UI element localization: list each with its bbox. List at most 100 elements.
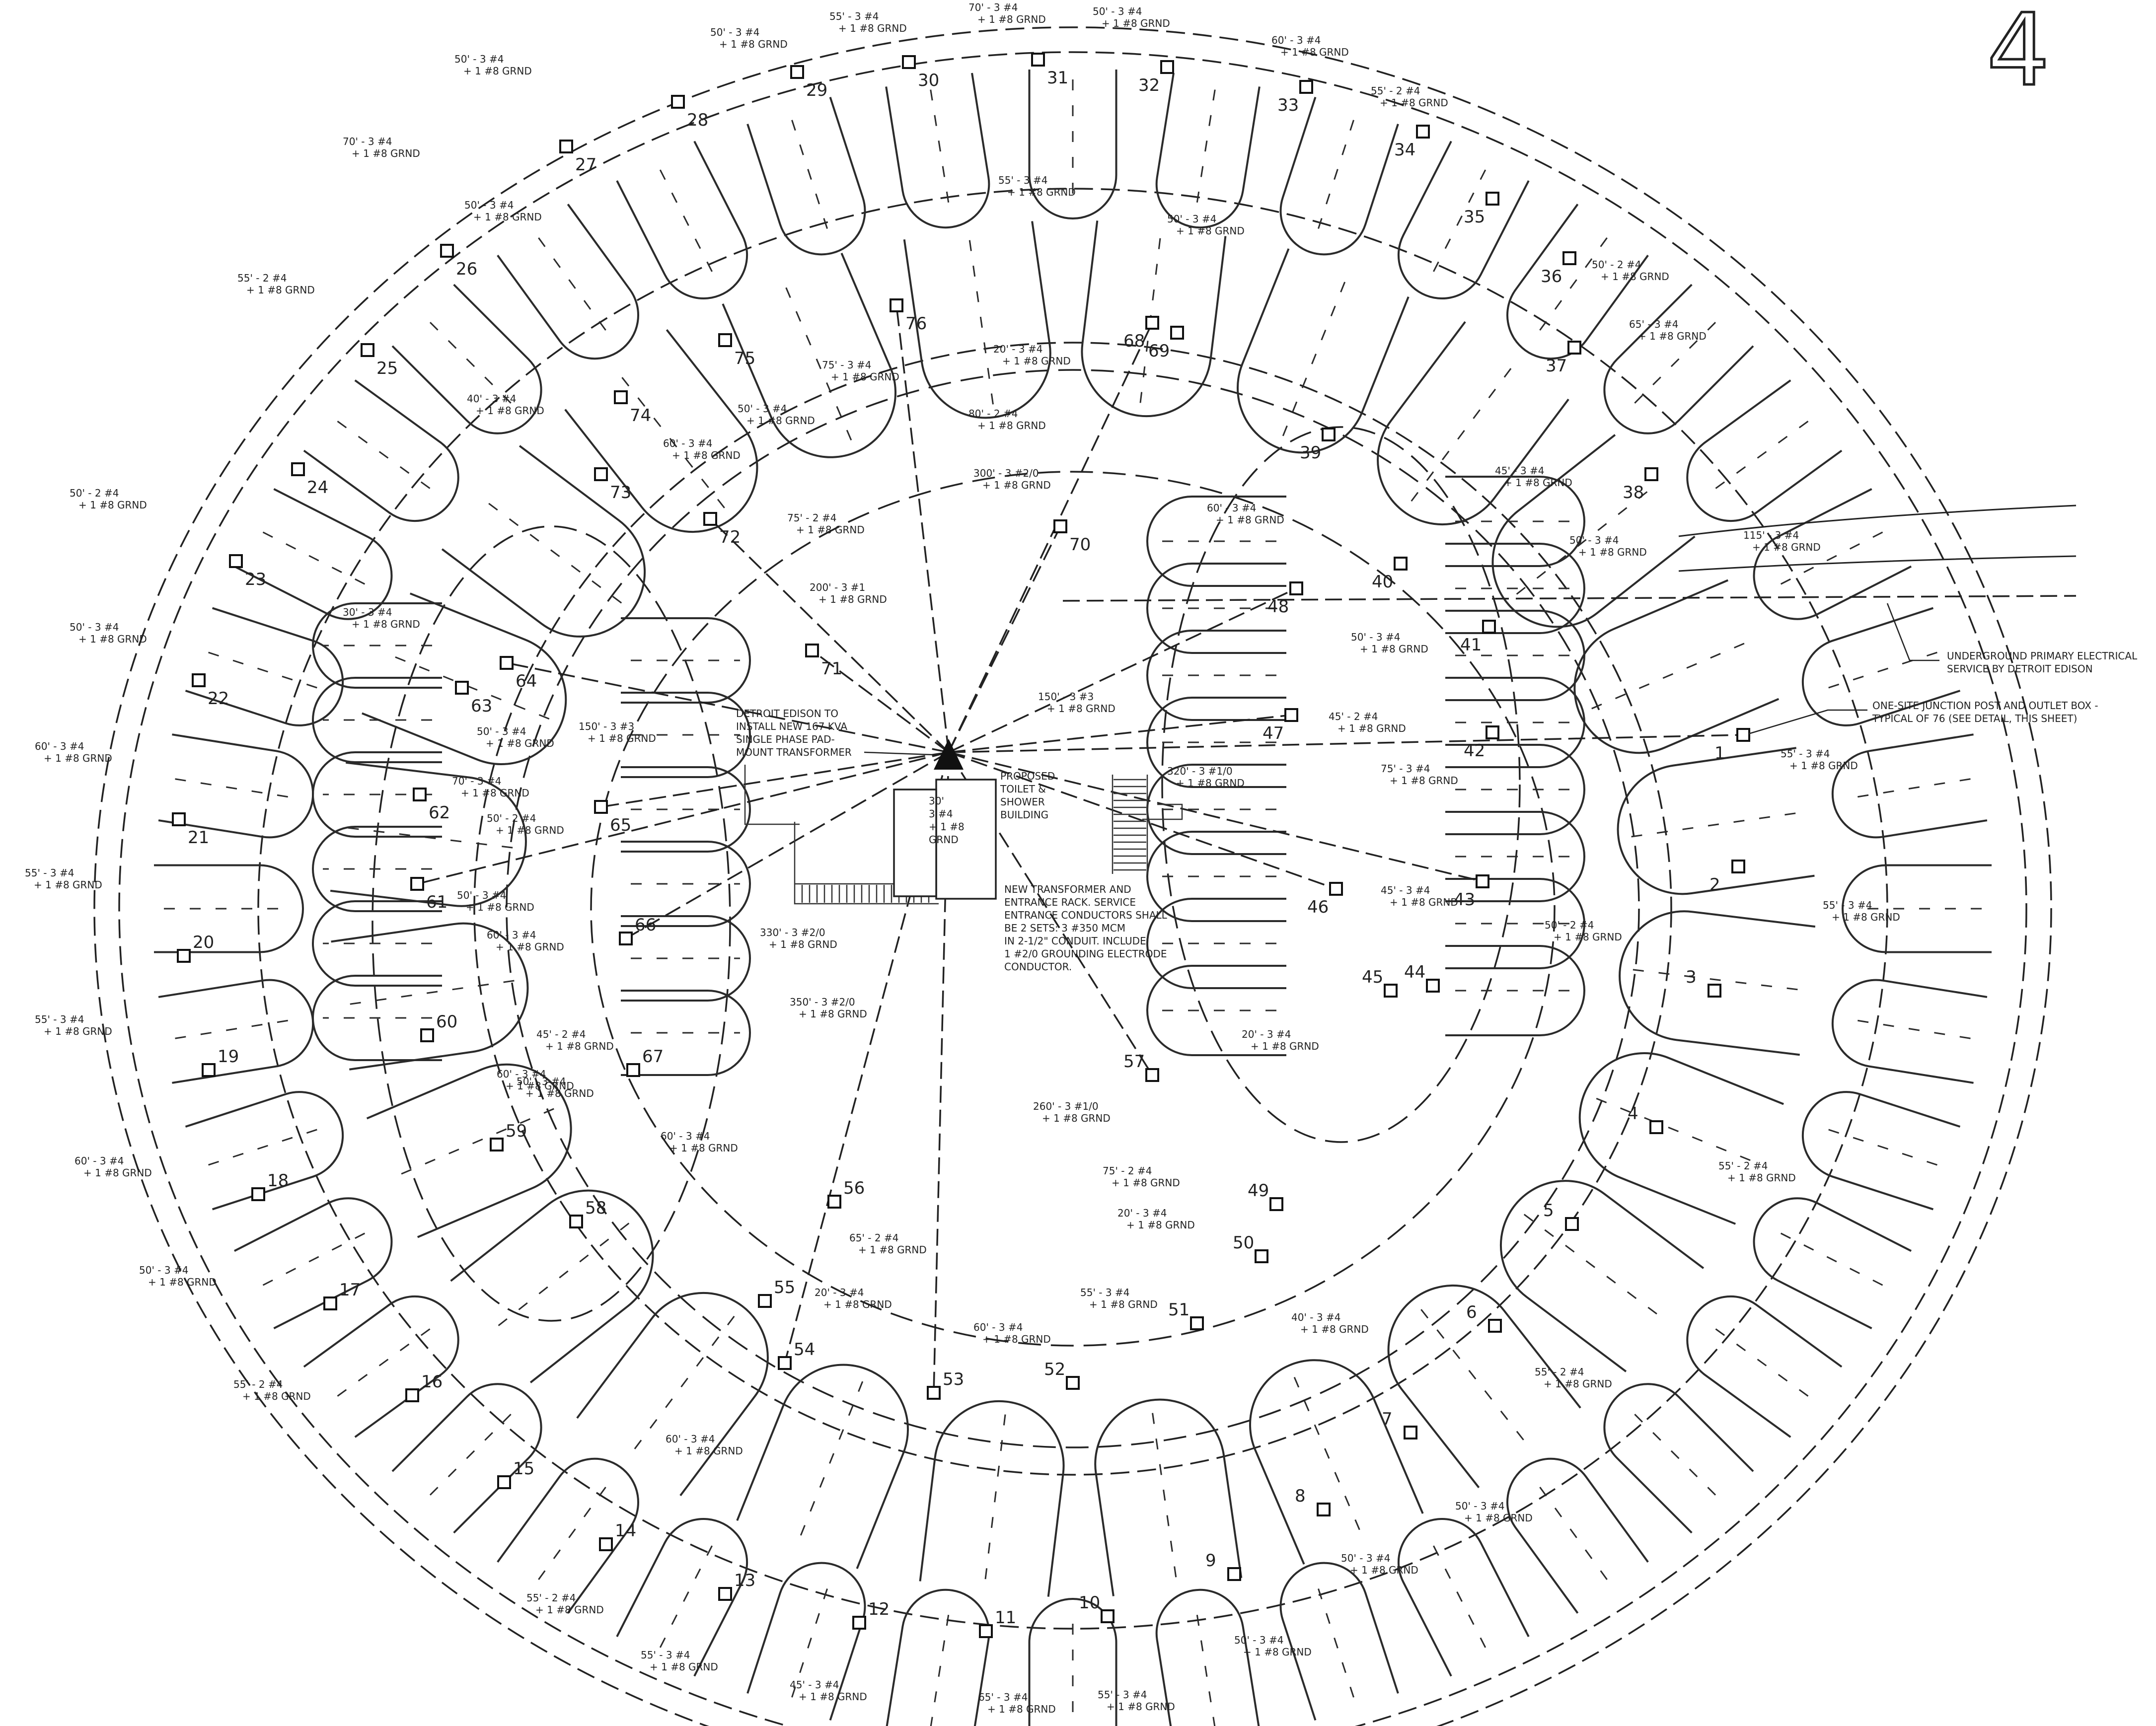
middle-pad-1 (1619, 910, 1816, 1056)
junction-post-1 (1736, 728, 1750, 742)
junction-post-31 (1031, 53, 1045, 67)
junction-post-43 (1476, 874, 1489, 888)
east-inner-pad-2 (1445, 543, 1585, 634)
middle-pad-10 (450, 1189, 654, 1383)
cable-callout-15: 50' - 3 #4+ 1 #8 GRND (464, 199, 542, 223)
outer-pad-37-outline (1686, 379, 1843, 522)
east-core-pad-7 (1146, 898, 1286, 989)
cable-callout-24: 60' - 3 #4+ 1 #8 GRND (1207, 502, 1284, 526)
cable-callout-62: 65' - 2 #4+ 1 #8 GRND (849, 1232, 927, 1256)
cable-ground: + 1 #8 GRND (1089, 1298, 1158, 1310)
middle-pad-2-outline (1578, 1052, 1784, 1225)
site-number-52: 52 (1044, 1360, 1065, 1379)
cable-size: 55' - 3 #4 (1823, 899, 1872, 911)
cable-callout-13: 65' - 3 #4+ 1 #8 GRND (1629, 318, 1707, 342)
site-number-43: 43 (1454, 890, 1475, 910)
junction-post-7 (1404, 1426, 1417, 1439)
west-core-pad-6 (621, 990, 751, 1076)
cable-size: 70' - 3 #4 (968, 1, 1018, 13)
feeder-line-16 (948, 734, 1744, 753)
feeder-line-3 (948, 751, 1337, 890)
cable-ground: + 1 #8 GRND (44, 752, 112, 764)
note-short-feed-line-4: GRND (929, 834, 959, 846)
outer-pad-16-outline (391, 1383, 542, 1534)
cable-size: 150' - 3 #3 (1038, 691, 1094, 703)
outer-pad-11-outline (1028, 1598, 1117, 1726)
cable-ground: + 1 #8 GRND (535, 1604, 604, 1616)
cable-ground: + 1 #8 GRND (1504, 477, 1572, 489)
site-numbers: 1234567891011121314151617181920212223242… (188, 68, 1725, 1628)
cable-callout-63: 20' - 3 #4+ 1 #8 GRND (815, 1287, 892, 1310)
site-number-25: 25 (376, 359, 398, 378)
outer-pad-33 (1279, 97, 1399, 256)
cable-size: 50' - 3 #4 (1167, 213, 1216, 225)
cable-callout-25: 45' - 3 #4+ 1 #8 GRND (1495, 465, 1572, 489)
outer-pad-11 (1028, 1598, 1117, 1726)
cable-size: 55' - 2 #4 (233, 1378, 283, 1390)
cable-ground: + 1 #8 GRND (1112, 1177, 1180, 1189)
cable-size: 20' - 3 #4 (1117, 1207, 1167, 1219)
cable-ground: + 1 #8 GRND (1300, 1323, 1369, 1335)
east-inner-pad-6-outline (1445, 811, 1585, 902)
east-core-pad-4 (1146, 697, 1286, 788)
middle-pad-1-centerline (1630, 968, 1798, 991)
cable-callout-40: 75' - 3 #4+ 1 #8 GRND (1381, 763, 1458, 787)
outer-pad-35-centerline (1530, 237, 1608, 343)
site-number-23: 23 (245, 570, 266, 589)
outer-pad-16 (391, 1383, 542, 1534)
outer-pad-40-centerline (1843, 778, 1971, 800)
outer-pad-31 (1028, 70, 1117, 219)
site-number-56: 56 (843, 1178, 865, 1198)
cable-size: 55' - 3 #4 (1080, 1287, 1129, 1298)
west-inner-pad-3 (312, 751, 442, 838)
cable-callout-61: 50' - 3 #4+ 1 #8 GRND (139, 1264, 217, 1288)
junction-post-2 (1731, 860, 1745, 873)
cable-callout-58: 60' - 3 #4+ 1 #8 GRND (74, 1155, 152, 1179)
site-number-6: 6 (1466, 1302, 1477, 1322)
cable-ground: + 1 #8 GRND (461, 787, 529, 799)
cable-ground: + 1 #8 GRND (496, 941, 564, 953)
cable-ground: + 1 #8 GRND (486, 737, 554, 749)
outer-pad-1-outline (1842, 864, 1992, 953)
note-building: PROPOSED TOILET & SHOWER BUILDING (1000, 770, 1055, 821)
note-transformer-leader (864, 751, 934, 756)
cable-size: 55' - 2 #4 (237, 272, 287, 284)
cable-ground: + 1 #8 GRND (466, 901, 534, 913)
note-entrance-line-7: CONDUCTOR. (1004, 961, 1072, 973)
cable-size: 50' - 2 #4 (70, 487, 119, 499)
middle-pad-4-outline (1387, 1284, 1581, 1489)
outer-pad-4-outline (1753, 1197, 1912, 1329)
primary-feeder-line (1062, 595, 2077, 602)
cable-callout-44: 55' - 3 #4+ 1 #8 GRND (1823, 899, 1900, 923)
junction-post-4 (1649, 1120, 1663, 1134)
cable-ground: + 1 #8 GRND (1216, 514, 1284, 526)
cable-callout-76: 65' - 3 #4+ 1 #8 GRND (978, 1691, 1056, 1715)
junction-post-64 (500, 656, 514, 670)
cable-ground: + 1 #8 GRND (1176, 777, 1245, 789)
site-number-65: 65 (610, 815, 631, 835)
feeder-line-2 (948, 714, 1292, 753)
junction-post-35 (1486, 192, 1499, 206)
cable-size: 60' - 3 #4 (661, 1130, 710, 1142)
outer-pad-38 (1753, 488, 1912, 620)
west-core-pad-5-outline (621, 915, 751, 1002)
cable-ground: + 1 #8 GRND (858, 1244, 927, 1256)
middle-pad-1-outline (1619, 910, 1816, 1056)
middle-pad-15 (441, 445, 646, 638)
cable-ground: + 1 #8 GRND (672, 449, 741, 461)
feeder-line-14 (948, 526, 1061, 753)
cable-ground: + 1 #8 GRND (1107, 1701, 1175, 1713)
outer-pad-8-centerline (1426, 1532, 1487, 1648)
east-inner-pad-4-outline (1445, 677, 1585, 768)
site-number-10: 10 (1079, 1593, 1100, 1613)
outer-pad-14-centerline (659, 1532, 720, 1648)
cable-size: 60' - 3 #4 (35, 740, 84, 752)
cable-size: 70' - 3 #4 (343, 136, 392, 147)
east-inner-pad-8 (1445, 945, 1585, 1036)
loop-road-edge-inner (473, 342, 1672, 1476)
primary-service-lines (1678, 504, 2077, 572)
cable-callout-43: 55' - 3 #4+ 1 #8 GRND (25, 867, 102, 891)
cable-callout-18: 50' - 3 #4+ 1 #8 GRND (738, 403, 815, 427)
cable-ground: + 1 #8 GRND (1042, 1112, 1111, 1124)
